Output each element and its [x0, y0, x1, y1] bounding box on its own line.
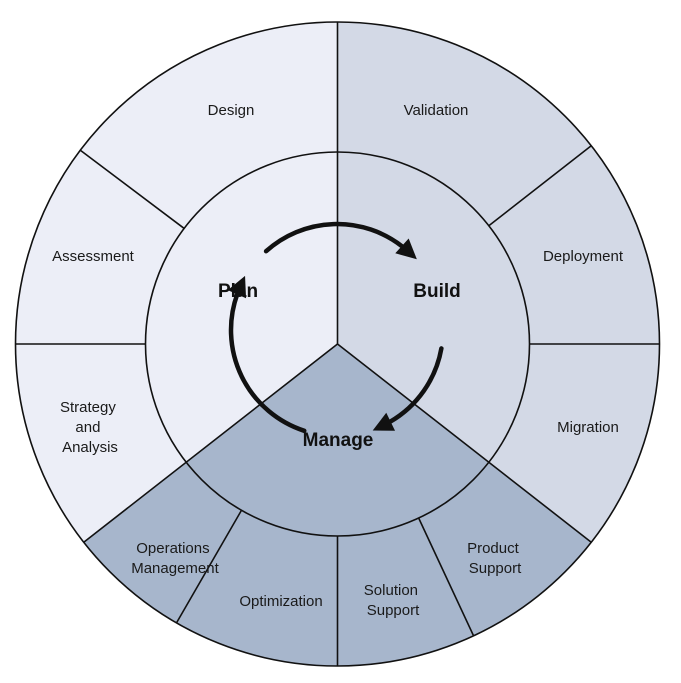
- divider-solution-product: [417, 517, 475, 637]
- cycle-arrowheads: [227, 238, 417, 431]
- inner-plan-sector: [145, 152, 338, 463]
- segment-strategy-and-analysis[interactable]: Strategy and Analysis: [60, 399, 120, 456]
- segment-solution-support[interactable]: Solution Support: [364, 582, 422, 619]
- phase-plan-label[interactable]: Plan: [218, 281, 258, 302]
- divider-design-assessment: [79, 149, 185, 230]
- arrowhead-manage: [372, 412, 396, 431]
- inner-build-sector: [337, 152, 530, 463]
- segment-product-line-2: Support: [469, 560, 522, 577]
- segment-optimization[interactable]: Optimization: [239, 593, 322, 610]
- segment-operations-line-1: Operations: [136, 540, 209, 557]
- segment-operations-management[interactable]: Operations Management: [131, 540, 219, 577]
- divider-operations-optimization: [175, 509, 243, 624]
- divider-manage-plan: [83, 343, 338, 543]
- segment-product-line-1: Product: [467, 540, 520, 557]
- segment-strategy-line-3: Analysis: [62, 439, 118, 456]
- divider-build-manage: [337, 343, 592, 543]
- segment-dividers: [15, 22, 660, 666]
- cycle-arrows: [228, 221, 444, 434]
- arrowhead-build: [395, 238, 417, 260]
- segment-design[interactable]: Design: [208, 102, 255, 119]
- arrowhead-plan: [227, 275, 247, 299]
- inner-manage-sector: [186, 344, 489, 537]
- arrow-build-to-manage: [387, 346, 444, 425]
- segment-migration[interactable]: Migration: [557, 419, 619, 436]
- arrow-manage-to-plan: [228, 291, 307, 434]
- segment-deployment[interactable]: Deployment: [543, 248, 624, 265]
- segment-assessment[interactable]: Assessment: [52, 248, 135, 265]
- segment-operations-line-2: Management: [131, 560, 219, 577]
- arrow-plan-to-build: [263, 221, 405, 254]
- segment-strategy-line-1: Strategy: [60, 399, 116, 416]
- divider-validation-deployment: [488, 145, 592, 227]
- segment-product-support[interactable]: Product Support: [467, 540, 523, 577]
- segment-strategy-line-2: and: [75, 419, 100, 436]
- phase-build-label[interactable]: Build: [413, 281, 461, 302]
- segment-solution-line-1: Solution: [364, 582, 418, 599]
- segment-solution-line-2: Support: [367, 602, 420, 619]
- segment-validation[interactable]: Validation: [404, 102, 469, 119]
- phase-manage-label[interactable]: Manage: [303, 430, 374, 451]
